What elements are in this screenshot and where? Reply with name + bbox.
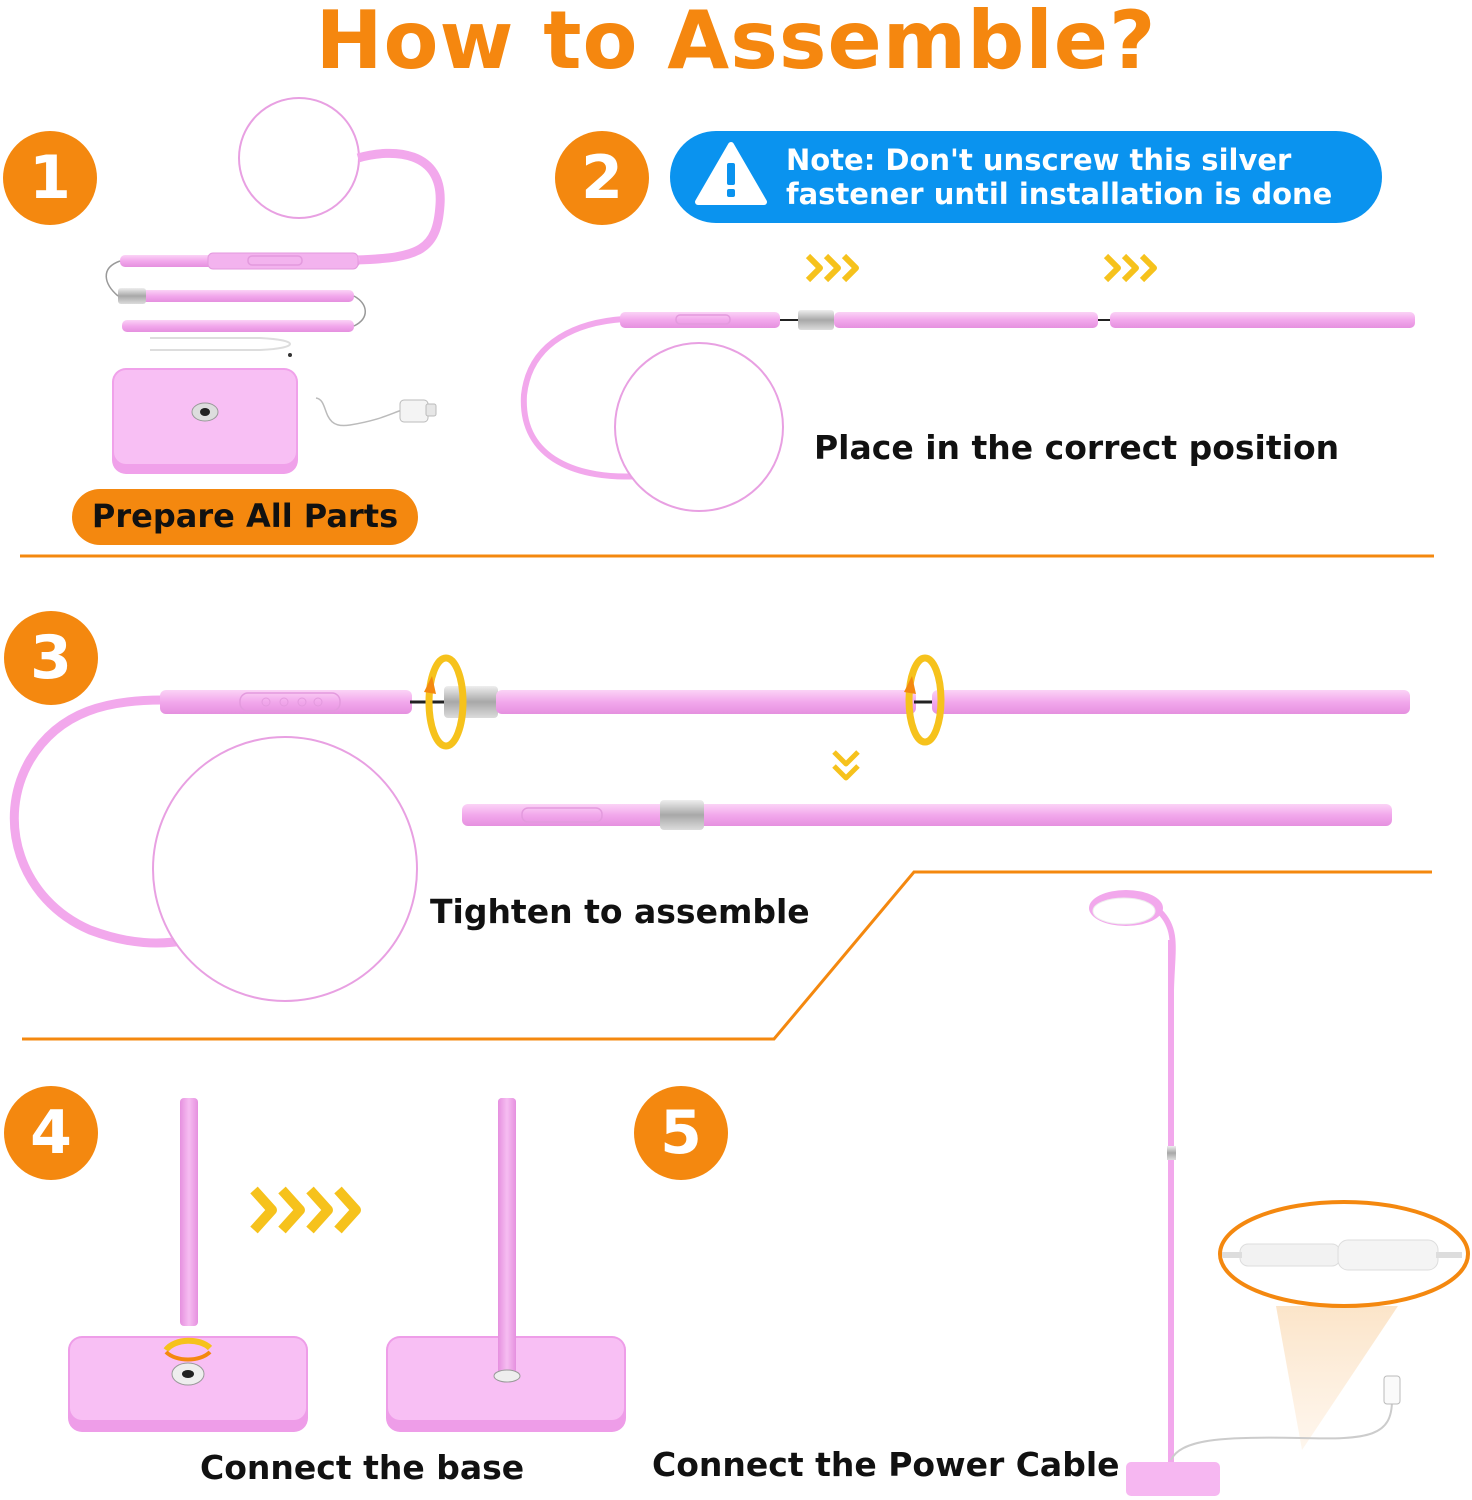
note-banner: Note: Don't unscrew this silver fastener…: [670, 131, 1382, 223]
note-line1: Note: Don't unscrew this silver: [786, 143, 1292, 177]
step2-number-badge: 2: [555, 131, 649, 225]
step2-caption: Place in the correct position: [814, 428, 1340, 467]
chevron-right-icon: [250, 1186, 361, 1234]
step3-caption: Tighten to assemble: [430, 892, 810, 931]
step5-power-illustration: [1089, 890, 1470, 1496]
section-dividers: [20, 554, 1434, 1041]
chevron-right-icon: [805, 253, 859, 283]
warning-icon: [695, 142, 767, 205]
step1-caption-pill: Prepare All Parts: [72, 489, 418, 545]
step4-number-badge: 4: [4, 1086, 98, 1180]
page-title: How to Assemble?: [315, 0, 1157, 87]
step3-tighten-illustration: [9, 654, 1410, 1002]
step2-placement-illustration: [520, 253, 1415, 512]
note-text: Note: Don't unscrew this silver fastener…: [786, 143, 1332, 211]
note-line2: fastener until installation is done: [786, 177, 1333, 211]
chevron-down-icon: [832, 750, 860, 781]
step5-number-badge: 5: [634, 1086, 728, 1180]
step5-caption: Connect the Power Cable: [652, 1445, 1120, 1484]
step1-number-badge: 1: [3, 131, 97, 225]
chevron-right-icon: [1103, 253, 1157, 283]
step1-parts-illustration: [105, 97, 445, 474]
step3-number-badge: 3: [4, 611, 98, 705]
step4-caption: Connect the base: [200, 1448, 525, 1487]
step4-base-illustration: [68, 1098, 626, 1432]
